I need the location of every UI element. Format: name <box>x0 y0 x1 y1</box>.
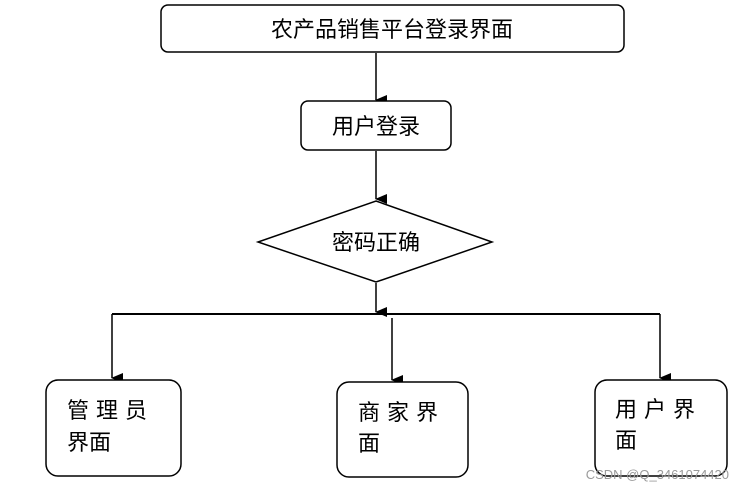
merchant-node-line1: 商 家 界 <box>358 401 438 426</box>
login-node-label: 用户登录 <box>332 115 420 140</box>
admin-node-line2: 界面 <box>67 431 111 456</box>
title-node: 农产品销售平台登录界面 <box>160 4 625 53</box>
user-node-line1: 用 户 界 <box>615 398 695 423</box>
decision-node: 密码正确 <box>255 200 495 283</box>
title-node-label: 农产品销售平台登录界面 <box>271 18 513 43</box>
decision-node-label: 密码正确 <box>332 231 420 256</box>
merchant-node: 商 家 界 面 <box>336 381 469 478</box>
user-node-line2: 面 <box>615 429 637 454</box>
merchant-node-line2: 面 <box>358 432 380 457</box>
admin-node-line1: 管 理 员 <box>67 399 147 424</box>
watermark-text: CSDN @Q_3461074420 <box>586 467 729 482</box>
login-node: 用户登录 <box>300 100 452 151</box>
admin-node: 管 理 员 界面 <box>45 379 182 477</box>
user-node: 用 户 界 面 <box>594 379 728 477</box>
